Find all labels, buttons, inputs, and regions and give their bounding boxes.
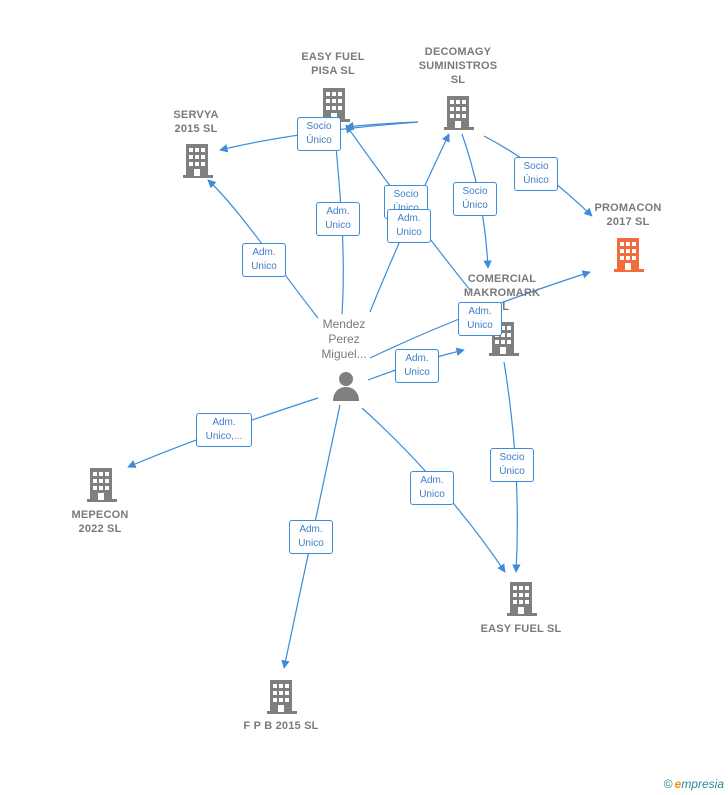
- node-label-comercial-makromark[interactable]: COMERCIAL MAKROMARK SL: [463, 273, 541, 313]
- copyright-icon: ©: [663, 777, 673, 791]
- edge-label[interactable]: Socio Único: [297, 117, 341, 151]
- person-icon[interactable]: [331, 370, 361, 402]
- building-icon[interactable]: [507, 580, 537, 616]
- edge-label[interactable]: Adm. Unico: [395, 349, 439, 383]
- edge-label[interactable]: Adm. Unico: [458, 302, 502, 336]
- node-label-mepecon[interactable]: MEPECON 2022 SL: [71, 509, 129, 535]
- node-label-decomagy[interactable]: DECOMAGY SUMINISTROS SL: [418, 46, 498, 86]
- edge-label[interactable]: Adm. Unico: [289, 520, 333, 554]
- node-label-easy-fuel[interactable]: EASY FUEL SL: [480, 623, 562, 635]
- node-label-easy-fuel-pisa[interactable]: EASY FUEL PISA SL: [301, 51, 365, 77]
- building-icon-highlight[interactable]: [614, 236, 644, 272]
- brand-initial: e: [674, 777, 682, 791]
- edge-mendez-servya: [207, 179, 319, 319]
- edge-label[interactable]: Adm. Unico: [316, 202, 360, 236]
- building-icon[interactable]: [183, 142, 213, 178]
- node-label-promacon[interactable]: PROMACON 2017 SL: [594, 202, 662, 228]
- building-icon[interactable]: [87, 466, 117, 502]
- brand-watermark: ©empresia: [664, 777, 724, 791]
- edge-label[interactable]: Socio Único: [490, 448, 534, 482]
- edge-label[interactable]: Adm. Unico: [410, 471, 454, 505]
- node-label-fpb[interactable]: F P B 2015 SL: [243, 720, 319, 732]
- brand-name: mpresia: [681, 777, 724, 791]
- building-icon[interactable]: [444, 94, 474, 130]
- edge-label[interactable]: Socio Único: [453, 182, 497, 216]
- edge-label[interactable]: Adm. Unico: [387, 209, 431, 243]
- node-label-servya[interactable]: SERVYA 2015 SL: [173, 109, 219, 135]
- node-label-mendez[interactable]: Mendez Perez Miguel...: [321, 317, 367, 361]
- edge-label[interactable]: Adm. Unico: [242, 243, 286, 277]
- edge-label[interactable]: Adm. Unico,...: [196, 413, 252, 447]
- edge-label[interactable]: Socio Único: [514, 157, 558, 191]
- building-icon[interactable]: [267, 678, 297, 714]
